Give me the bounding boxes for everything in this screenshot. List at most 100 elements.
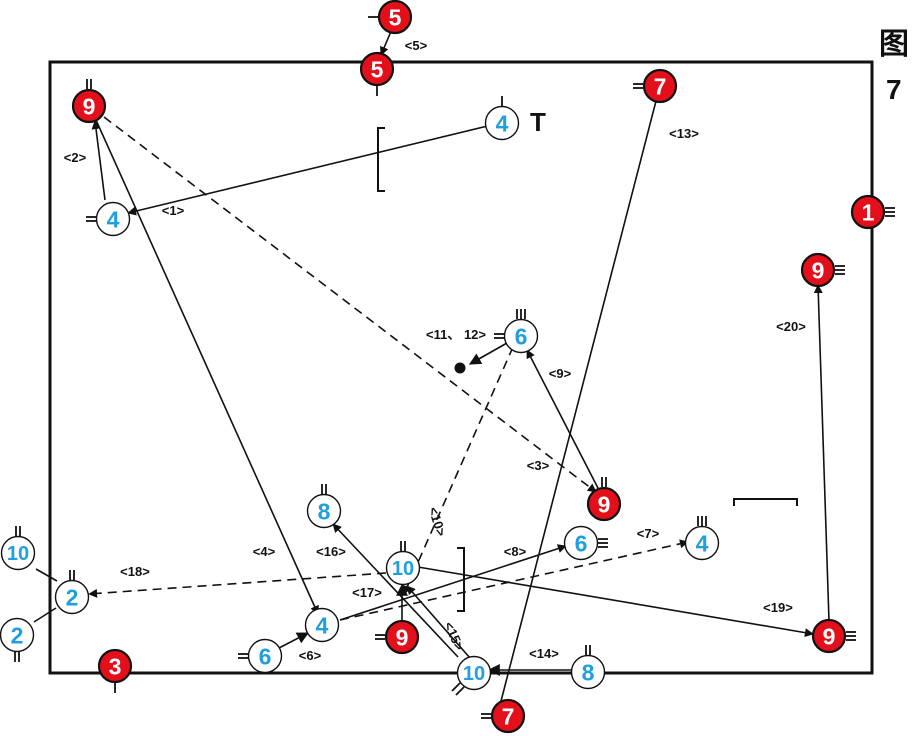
player-number: 8 — [318, 498, 331, 524]
movement-path — [278, 632, 310, 649]
movement-path — [406, 585, 471, 659]
blue-player-6: 6 — [247, 638, 283, 674]
orientation-tick — [697, 516, 707, 526]
player-number: 7 — [502, 703, 515, 729]
movement-path — [35, 568, 58, 582]
step-label: <1> — [162, 203, 185, 218]
orientation-tick — [494, 333, 504, 339]
player-number: 7 — [654, 73, 667, 99]
player-number: 5 — [389, 4, 402, 30]
bracket-marker-right — [733, 498, 798, 506]
blue-player-10: 10 — [456, 655, 492, 691]
step-label: <8> — [504, 544, 527, 559]
orientation-tick — [69, 570, 75, 580]
bracket-marker-top — [377, 127, 385, 192]
player-number: 9 — [823, 623, 836, 649]
red-player-7: 7 — [490, 698, 526, 734]
player-number: 4 — [696, 530, 709, 556]
step-labels: <1><2><3><4><5><6><7><8><9><10><11、 12><… — [64, 38, 806, 663]
step-label: <15> — [441, 619, 467, 653]
orientation-tick — [885, 207, 895, 217]
orientation-tick — [14, 652, 20, 662]
player-number: 4 — [107, 206, 120, 232]
players: 5 5 9 7 1 9 9 9 9 3 7 4 4 6 8 6 4 10 2 2 10 4 6 10 8 — [0, 0, 886, 734]
player-number: 3 — [109, 653, 122, 679]
orientation-tick — [846, 631, 856, 641]
red-player-7: 7 — [642, 68, 678, 104]
movement-path — [526, 349, 601, 493]
player-number: 10 — [392, 558, 414, 580]
red-player-5: 5 — [359, 51, 395, 87]
orientation-tick — [238, 653, 248, 659]
movement-path — [91, 120, 106, 201]
step-label: <18> — [120, 564, 150, 579]
orientation-tick — [598, 538, 608, 548]
blue-player-6: 6 — [563, 525, 599, 561]
orientation-tick — [400, 541, 406, 551]
step-label: <13> — [669, 126, 699, 141]
step-label: <20> — [776, 319, 806, 334]
player-orientation-ticks — [14, 16, 895, 719]
step-label: <3> — [527, 458, 550, 473]
movement-path — [468, 342, 508, 365]
blue-player-2: 2 — [0, 617, 35, 653]
orientation-tick — [481, 713, 491, 719]
red-player-1: 1 — [850, 194, 886, 230]
player-number: 10 — [463, 663, 485, 685]
blue-player-8: 8 — [306, 493, 342, 529]
player-number: 2 — [66, 584, 79, 610]
blue-player-4: 4 — [95, 201, 131, 237]
movement-path — [403, 346, 514, 595]
red-player-9: 9 — [71, 88, 107, 124]
movement-path — [339, 544, 567, 621]
movement-path — [332, 523, 459, 658]
orientation-tick — [451, 682, 465, 696]
step-label: <17> — [352, 585, 382, 600]
red-player-3: 3 — [97, 648, 133, 684]
orientation-tick — [835, 265, 845, 275]
movement-path — [417, 566, 814, 638]
player-number: 9 — [812, 257, 825, 283]
figure-number: 7 — [886, 74, 902, 105]
red-player-9: 9 — [800, 252, 836, 288]
player-number: 1 — [862, 199, 875, 225]
blue-player-2: 2 — [54, 579, 90, 615]
blue-player-10: 10 — [385, 550, 421, 586]
blue-player-4: 4 — [484, 105, 520, 141]
step-label: <6> — [299, 648, 322, 663]
movement-path — [499, 100, 657, 706]
movement-path — [33, 607, 57, 623]
red-player-9: 9 — [384, 619, 420, 655]
player-number: 6 — [515, 323, 528, 349]
step-label: <16> — [316, 544, 346, 559]
player-number: 6 — [259, 643, 272, 669]
orientation-tick — [86, 216, 96, 222]
red-player-9: 9 — [811, 618, 847, 654]
player-number: 6 — [575, 530, 588, 556]
player-number: 9 — [598, 491, 611, 517]
movement-path — [813, 284, 830, 622]
orientation-tick — [601, 477, 607, 487]
movement-path — [95, 119, 319, 615]
step-label: <7> — [637, 526, 660, 541]
step-label: <11、 12> — [426, 327, 486, 342]
blue-player-10: 10 — [0, 535, 36, 571]
orientation-tick — [585, 645, 591, 655]
player-number: 4 — [316, 612, 329, 638]
step-label: <9> — [549, 366, 572, 381]
orientation-tick — [86, 79, 92, 89]
figure-label: 图 — [879, 27, 909, 62]
blue-player-8: 8 — [570, 654, 606, 690]
step-label: <5> — [405, 38, 428, 53]
ball-marker — [454, 362, 466, 374]
blue-player-4: 4 — [304, 607, 340, 643]
step-label: <19> — [763, 600, 793, 615]
orientation-tick — [516, 309, 526, 319]
t-marker: T — [530, 107, 546, 137]
step-label: <10> — [426, 505, 450, 538]
orientation-tick — [15, 526, 21, 536]
player-number: 10 — [7, 543, 29, 565]
player-number: 9 — [83, 93, 96, 119]
movement-path — [88, 572, 387, 598]
